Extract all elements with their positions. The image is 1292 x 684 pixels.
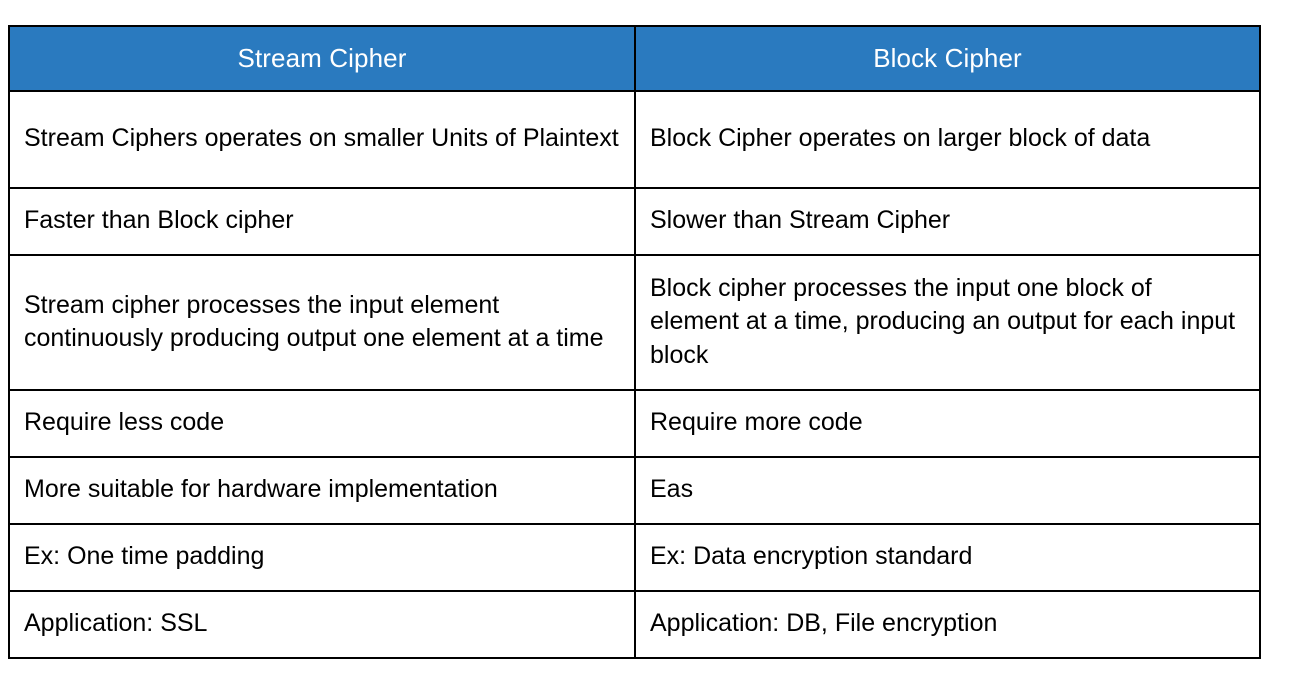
- cell-stream-cipher: Ex: One time padding: [8, 523, 636, 592]
- cell-block-cipher: Block Cipher operates on larger block of…: [634, 90, 1261, 189]
- table-header-row: Stream Cipher Block Cipher: [8, 25, 1261, 92]
- table-row: Application: SSL Application: DB, File e…: [8, 590, 1261, 659]
- table-row: Stream cipher processes the input elemen…: [8, 254, 1261, 391]
- column-header-block-cipher: Block Cipher: [634, 25, 1261, 92]
- table-row: Require less code Require more code: [8, 389, 1261, 458]
- table-body: Stream Ciphers operates on smaller Units…: [8, 90, 1261, 659]
- cell-stream-cipher: Faster than Block cipher: [8, 187, 636, 256]
- cell-block-cipher: Slower than Stream Cipher: [634, 187, 1261, 256]
- table-row: Faster than Block cipher Slower than Str…: [8, 187, 1261, 256]
- table-row: More suitable for hardware implementatio…: [8, 456, 1261, 525]
- column-header-stream-cipher: Stream Cipher: [8, 25, 636, 92]
- cell-stream-cipher: Stream Ciphers operates on smaller Units…: [8, 90, 636, 189]
- cell-stream-cipher: Stream cipher processes the input elemen…: [8, 254, 636, 391]
- cell-stream-cipher: Require less code: [8, 389, 636, 458]
- table-row: Stream Ciphers operates on smaller Units…: [8, 90, 1261, 189]
- table-row: Ex: One time padding Ex: Data encryption…: [8, 523, 1261, 592]
- cell-block-cipher: Application: DB, File encryption: [634, 590, 1261, 659]
- cell-stream-cipher: More suitable for hardware implementatio…: [8, 456, 636, 525]
- cell-block-cipher: Eas: [634, 456, 1261, 525]
- cell-block-cipher: Ex: Data encryption standard: [634, 523, 1261, 592]
- table-header: Stream Cipher Block Cipher: [8, 25, 1261, 92]
- cell-block-cipher: Require more code: [634, 389, 1261, 458]
- cell-stream-cipher: Application: SSL: [8, 590, 636, 659]
- cipher-comparison-table: Stream Cipher Block Cipher Stream Cipher…: [8, 25, 1261, 659]
- cell-block-cipher: Block cipher processes the input one blo…: [634, 254, 1261, 391]
